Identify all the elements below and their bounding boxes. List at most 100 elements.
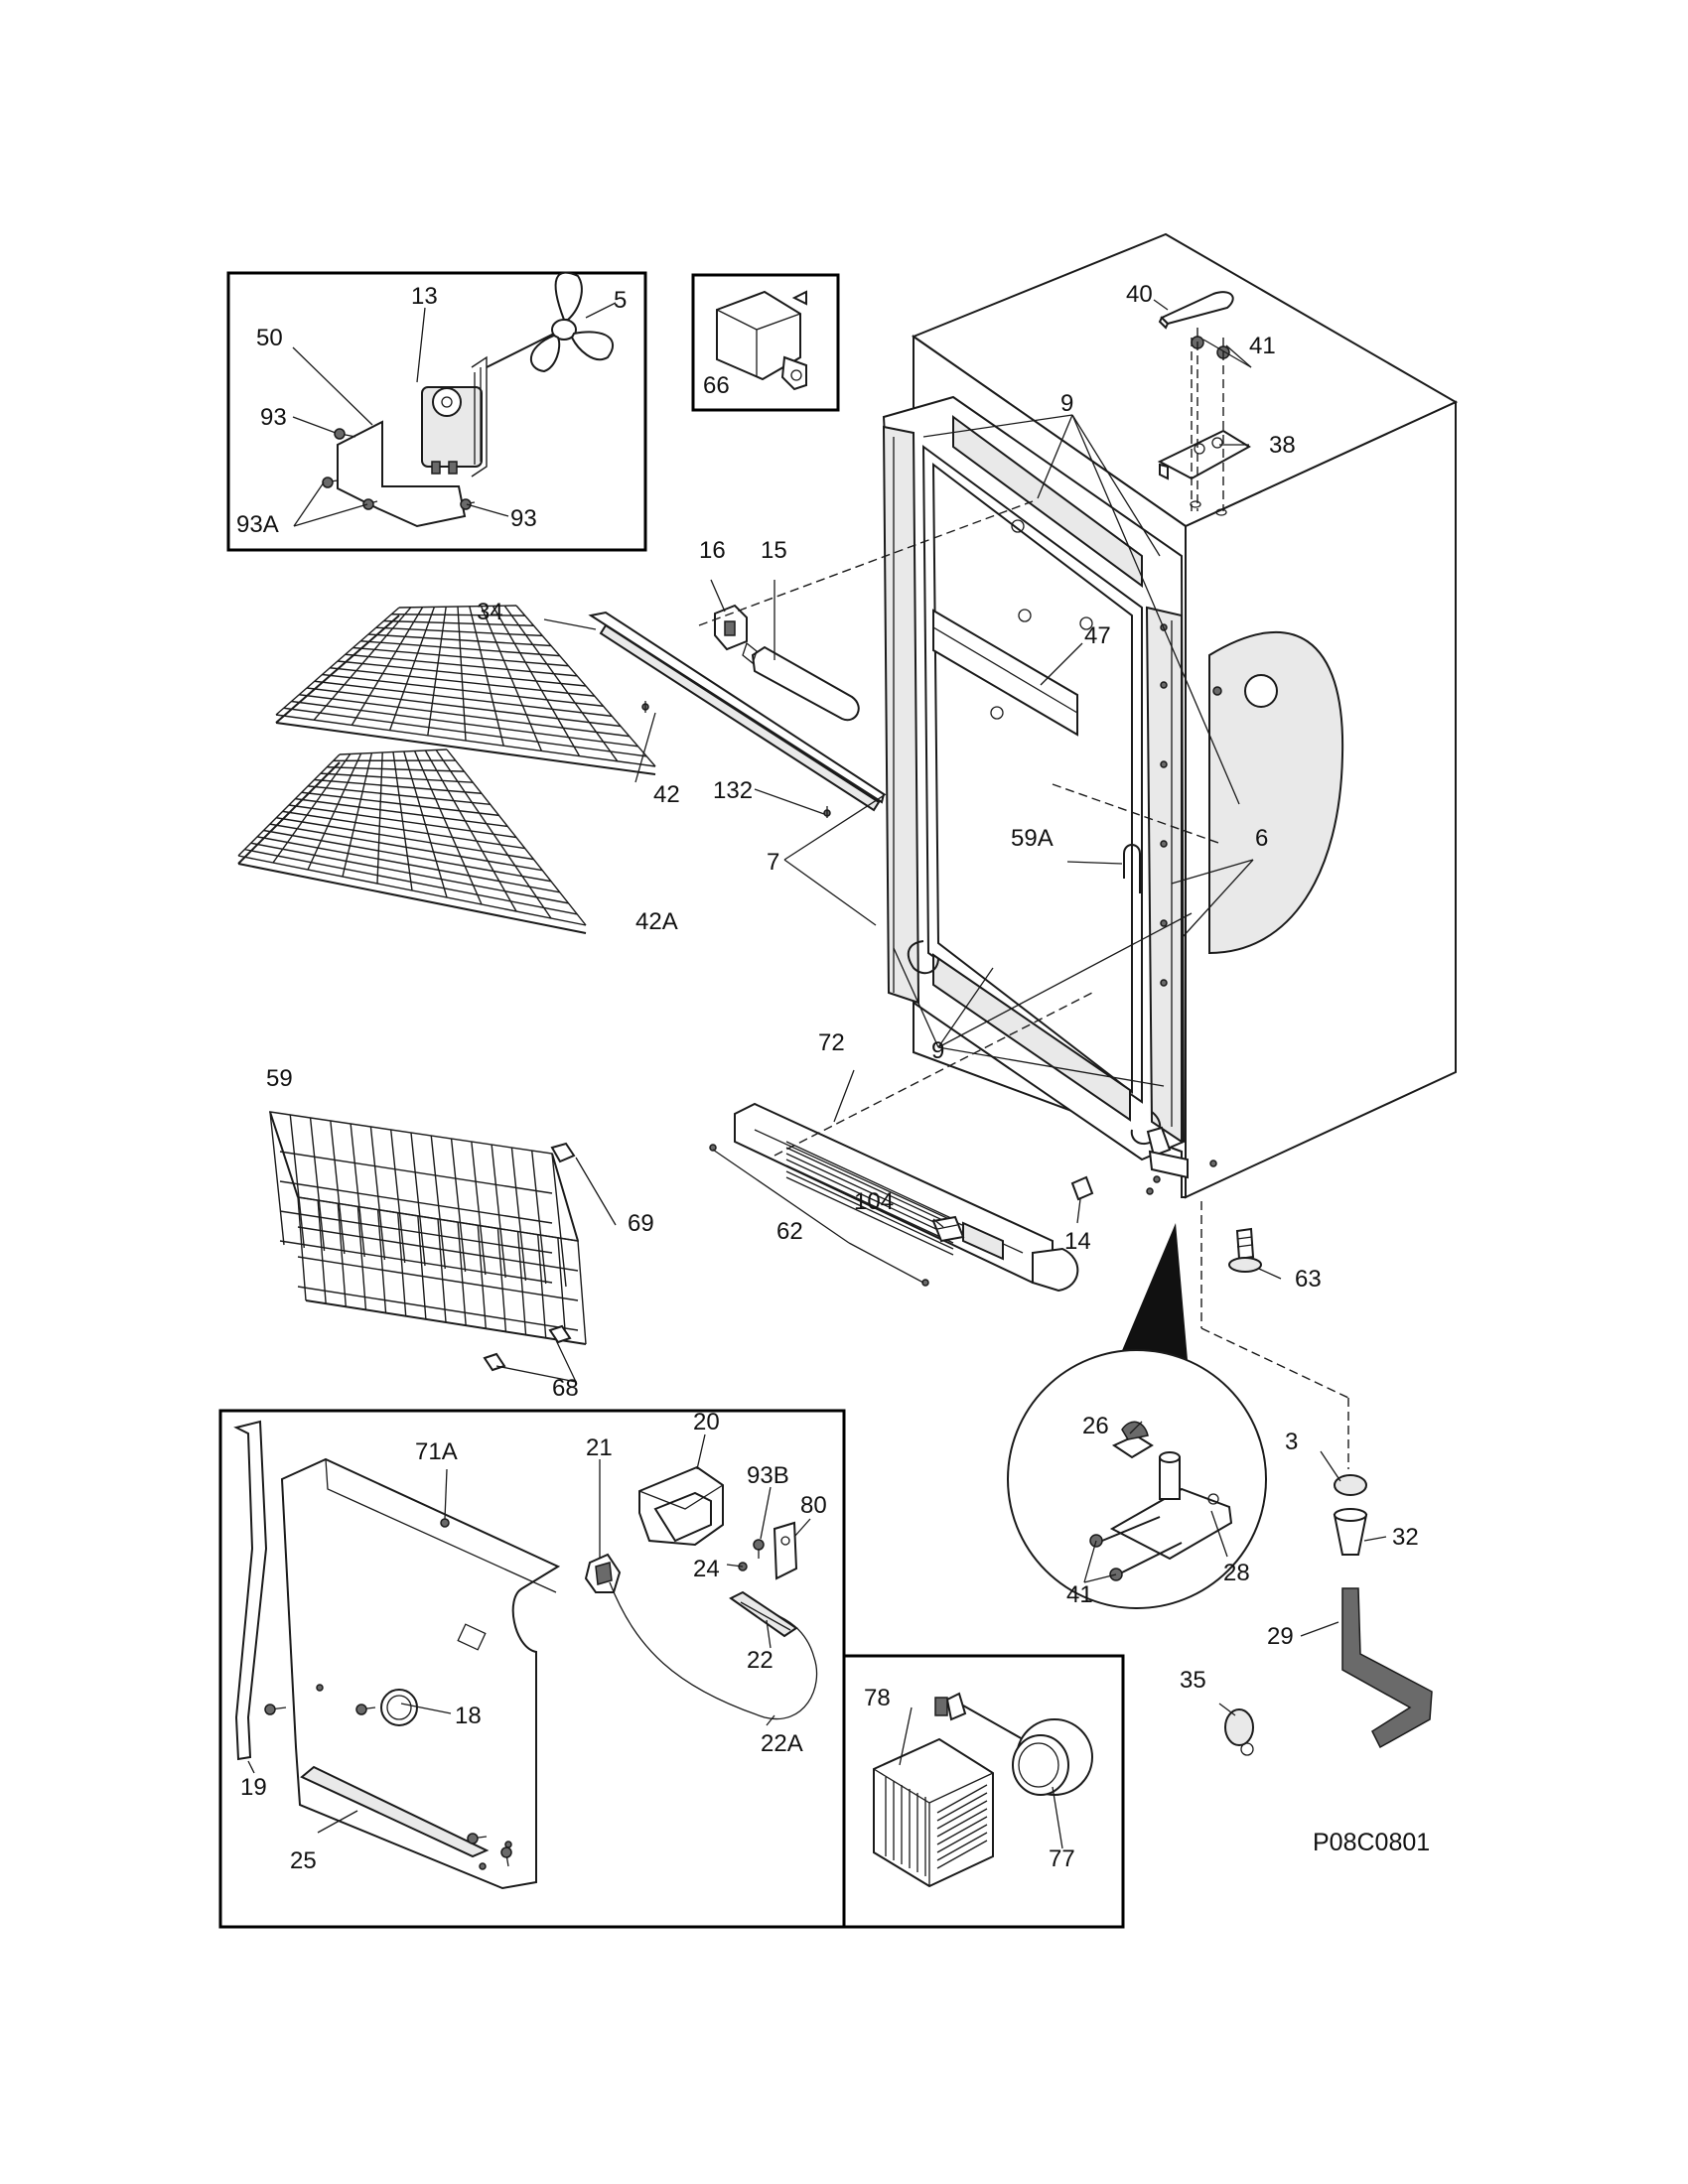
fan-blade: [486, 271, 615, 373]
callout-71A: 71A: [415, 1438, 458, 1465]
callout-93-right: 93: [510, 505, 537, 532]
callout-22: 22: [747, 1647, 774, 1674]
relay-inset-box: [691, 273, 840, 412]
front-rail-34: [588, 611, 886, 818]
callout-42: 42: [653, 781, 680, 808]
guide-dash-4: [774, 992, 1093, 1157]
grille-parts: [709, 1144, 965, 1287]
callout-59: 59: [266, 1065, 293, 1092]
leveling-leg-63: [1228, 1227, 1262, 1273]
drain-tube-29: [1341, 1587, 1433, 1749]
basket-clips: [483, 1142, 576, 1372]
callout-35: 35: [1180, 1667, 1206, 1694]
callout-72: 72: [818, 1029, 845, 1056]
light-socket-16: [714, 604, 748, 651]
wire-shelf-lower: [237, 749, 587, 934]
guide-dash-6: [1052, 783, 1222, 845]
kick-plate-grille-72: [734, 1102, 1079, 1293]
callout-6: 6: [1255, 825, 1268, 852]
callout-labels: 13 5 50 93 93 93A 66 40 41 38 9 9 16 15 …: [236, 281, 1430, 1874]
callout-104: 104: [854, 1188, 894, 1215]
leader-13: [416, 307, 426, 383]
callout-19: 19: [240, 1774, 267, 1801]
leader-50: [292, 346, 373, 426]
callout-34: 34: [477, 599, 503, 625]
callout-80: 80: [800, 1492, 827, 1519]
callout-5: 5: [614, 287, 627, 314]
callout-93A: 93A: [236, 511, 279, 538]
heater-22: [729, 1590, 798, 1638]
callout-68: 68: [552, 1375, 579, 1402]
callout-78: 78: [864, 1685, 891, 1711]
sensor-probe-cable: [934, 1692, 1024, 1740]
leader-93-right: [466, 503, 509, 517]
door-liner-details: [932, 519, 1168, 987]
callout-93B: 93B: [747, 1462, 789, 1489]
callout-16: 16: [699, 537, 726, 564]
diagram-code: P08C0801: [1313, 1829, 1430, 1856]
callout-41-bottom: 41: [1066, 1581, 1093, 1608]
panel-screws: [264, 1704, 512, 1867]
callout-66: 66: [703, 372, 730, 399]
sensor-kit-inset-box: [842, 1654, 1125, 1929]
adhesive-pad-77: [1012, 1718, 1093, 1796]
wire-shelf-upper: [275, 605, 656, 775]
screw-93B: [753, 1539, 765, 1559]
leader-93-left: [292, 416, 337, 434]
callout-15: 15: [761, 537, 787, 564]
callout-25: 25: [290, 1847, 317, 1874]
callout-24: 24: [693, 1556, 720, 1582]
knob-housing-20: [638, 1465, 724, 1547]
wire-basket-59: [268, 1111, 587, 1345]
top-hinge-parts: [1157, 291, 1251, 516]
leader-5: [585, 302, 617, 319]
callout-32: 32: [1392, 1524, 1419, 1551]
door-gasket-frame: [882, 395, 1186, 1161]
callout-29: 29: [1267, 1623, 1294, 1650]
callout-22A: 22A: [761, 1730, 803, 1757]
leader-93A-up: [293, 481, 325, 527]
callout-40: 40: [1126, 281, 1153, 308]
leader-lines: [495, 299, 1282, 1383]
guide-dash-5: [698, 500, 1034, 626]
bracket-80: [773, 1521, 798, 1580]
callout-14: 14: [1064, 1228, 1091, 1255]
sensor-module-78: [873, 1737, 994, 1888]
leader-93A-right: [293, 503, 368, 527]
fan-motor: [421, 355, 488, 478]
callout-18: 18: [455, 1703, 482, 1729]
thermostat-21: [584, 1553, 818, 1720]
callout-50: 50: [256, 325, 283, 351]
fan-screws: [322, 428, 476, 510]
trim-strip-19: [233, 1420, 268, 1761]
clip-35: [1224, 1708, 1254, 1756]
callout-21: 21: [586, 1434, 613, 1461]
callout-93-left: 93: [260, 404, 287, 431]
control-panel-25: [280, 1457, 561, 1890]
callout-42A: 42A: [635, 908, 678, 935]
callout-9-top: 9: [1060, 390, 1073, 417]
callout-28: 28: [1223, 1560, 1250, 1586]
fan-motor-inset-box: [226, 271, 647, 552]
relay-part: [716, 290, 807, 391]
callout-132: 132: [713, 777, 753, 804]
cap-3: [1334, 1474, 1367, 1496]
callout-7: 7: [767, 849, 779, 876]
callout-59A: 59A: [1011, 825, 1054, 852]
callout-69: 69: [628, 1210, 654, 1237]
callout-77: 77: [1049, 1845, 1075, 1872]
callout-9-bottom: 9: [931, 1037, 944, 1064]
callout-47: 47: [1084, 622, 1111, 649]
callout-20: 20: [693, 1409, 720, 1435]
sleeve-32: [1333, 1508, 1368, 1556]
callout-62: 62: [776, 1218, 803, 1245]
callout-3: 3: [1285, 1429, 1298, 1455]
leader-lines-inset: [247, 1421, 1387, 1849]
bottom-hinge-assembly: [1070, 1126, 1217, 1201]
callout-38: 38: [1269, 432, 1296, 459]
callout-41-top: 41: [1249, 333, 1276, 359]
callout-26: 26: [1082, 1413, 1109, 1439]
callout-13: 13: [411, 283, 438, 310]
callout-63: 63: [1295, 1266, 1322, 1293]
